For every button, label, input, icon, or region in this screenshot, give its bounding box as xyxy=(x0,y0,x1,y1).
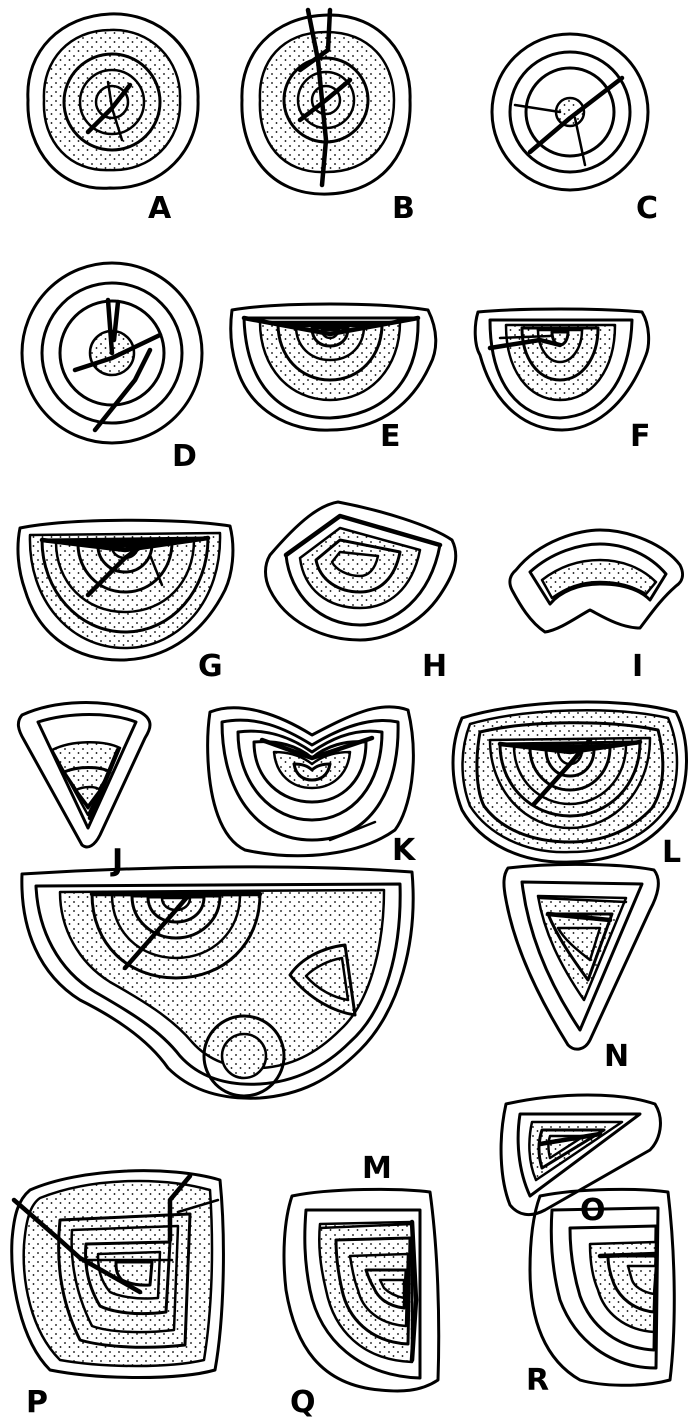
ooid-q xyxy=(284,1189,439,1391)
panel-label-j: J xyxy=(110,843,123,878)
ooid-p xyxy=(12,1171,224,1378)
panel-label-e: E xyxy=(380,419,401,454)
ooid-c xyxy=(492,34,648,190)
ooid-l xyxy=(453,702,687,862)
panel-label-h: H xyxy=(422,649,447,684)
ooid-d xyxy=(22,263,202,443)
panel-label-m: M xyxy=(362,1151,392,1186)
ooid-j xyxy=(18,703,150,847)
panel-label-n: N xyxy=(604,1039,629,1074)
ooid-n xyxy=(504,864,658,1049)
panel-label-d: D xyxy=(172,439,197,474)
panel-label-b: B xyxy=(392,191,415,226)
ooid-h xyxy=(266,502,456,640)
panel-label-k: K xyxy=(392,833,417,868)
panel-label-i: I xyxy=(632,649,643,684)
panel-label-f: F xyxy=(630,419,651,454)
panel-label-c: C xyxy=(636,191,658,226)
ooid-e xyxy=(231,304,436,430)
ooid-b xyxy=(242,10,410,194)
ooid-k xyxy=(208,707,414,856)
panel-label-q: Q xyxy=(290,1385,316,1420)
ooid-a xyxy=(28,14,198,188)
panel-label-l: L xyxy=(662,835,681,870)
ooid-g xyxy=(18,520,233,660)
ooid-f xyxy=(475,309,648,430)
ooid-i xyxy=(510,530,683,632)
panel-label-p: P xyxy=(26,1385,48,1420)
panel-label-r: R xyxy=(526,1363,549,1398)
panel-label-g: G xyxy=(198,649,223,684)
panel-label-a: A xyxy=(148,191,172,226)
ooid-m xyxy=(22,867,413,1098)
